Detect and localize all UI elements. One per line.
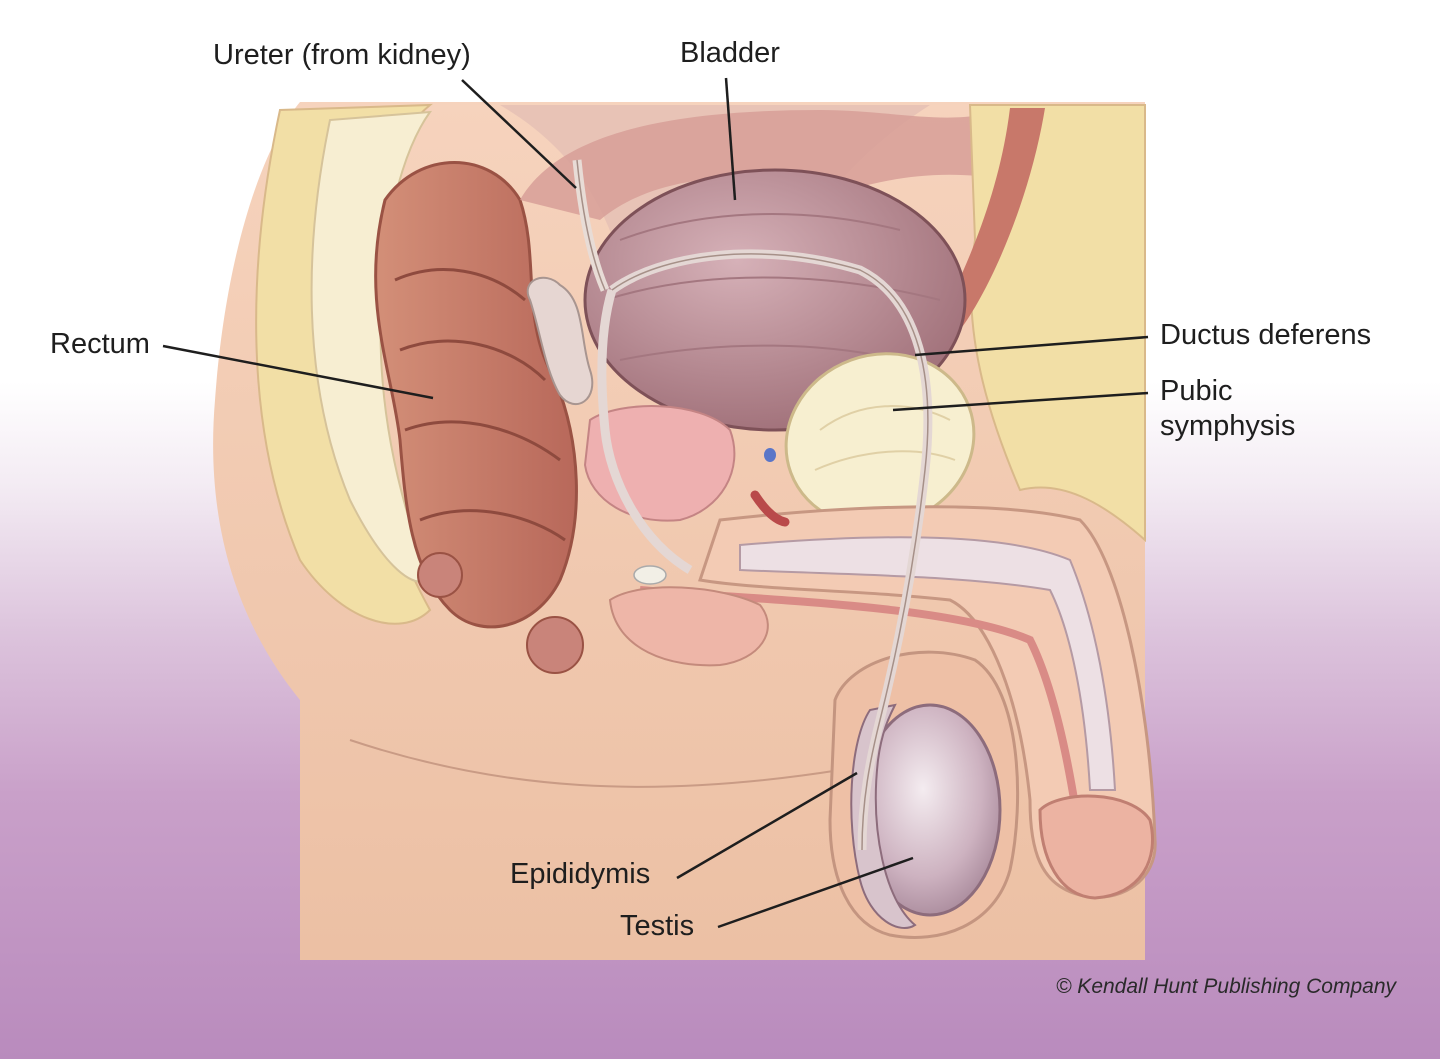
rectal-fold: [399, 339, 547, 382]
hip-crease: [349, 739, 841, 788]
bone-line: [819, 405, 951, 431]
label-testis: Testis: [620, 910, 695, 942]
vessel: [764, 448, 776, 462]
ductus-leader: [914, 335, 1149, 357]
rectal-fold: [404, 420, 561, 462]
label-pubic-symphysis-2: symphysis: [1160, 410, 1296, 442]
label-epididymis: Epididymis: [510, 858, 651, 890]
label-bladder: Bladder: [680, 37, 780, 69]
ductus-outline: [611, 253, 929, 851]
corpus-cavernosum: [739, 536, 1117, 791]
ureter-outline: [576, 159, 606, 291]
urethra: [639, 586, 1089, 871]
anal-sphincter: [526, 616, 584, 674]
copyright-notice: © Kendall Hunt Publishing Company: [1056, 975, 1396, 998]
testis-leader: [717, 856, 914, 929]
rectum-leader: [162, 344, 434, 400]
label-pubic-symphysis-1: Pubic: [1160, 375, 1233, 407]
abdominal-muscle: [940, 108, 1045, 330]
label-ductus-deferens: Ductus deferens: [1160, 319, 1372, 351]
label-ureter: Ureter (from kidney): [213, 39, 471, 71]
glans: [1038, 794, 1155, 900]
seminal-vesicle: [526, 276, 594, 406]
epididymis-leader: [676, 771, 858, 880]
peritoneum: [520, 105, 1010, 220]
label-rectum: Rectum: [50, 328, 150, 360]
ureter-leader: [461, 79, 577, 189]
gland: [633, 565, 667, 585]
rectal-fold: [419, 509, 566, 542]
rectal-fold: [394, 268, 526, 302]
vessel: [750, 490, 790, 527]
bladder-leader: [724, 77, 737, 201]
leader-lines: [162, 77, 1149, 929]
bone-line: [814, 450, 956, 471]
anal-sphincter: [417, 552, 463, 598]
pubic-leader: [892, 391, 1149, 412]
rectum-organ: [374, 161, 578, 629]
bladder-striation: [619, 213, 901, 241]
bulb: [608, 586, 769, 667]
